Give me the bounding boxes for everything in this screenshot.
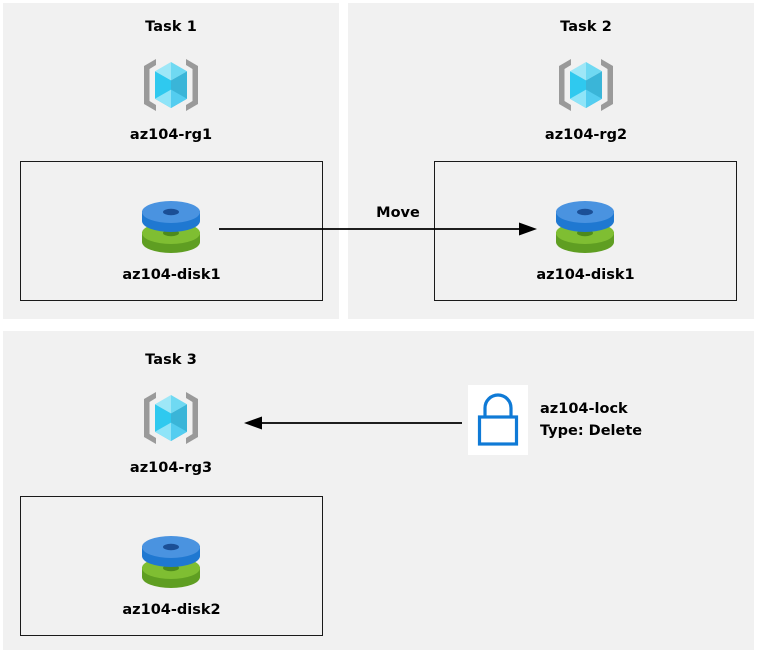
task-1-resource-box [20,161,323,301]
task-2-resource-group-label: az104-rg2 [544,127,628,143]
task-3-resource-group-label: az104-rg3 [129,460,213,476]
lock-name: az104-lock [540,401,628,417]
task-1-resource-group-label: az104-rg1 [129,127,213,143]
task-1-resource-label: az104-disk1 [122,267,221,283]
padlock-icon [477,393,519,446]
managed-disk-icon [137,531,205,593]
lock-icon-tile [468,385,528,455]
managed-disk-icon [551,196,619,258]
resource-group-cube-icon [138,388,204,448]
lock-caption: az104-lock Type: Delete [540,398,750,442]
move-connector-label: Move [376,205,420,221]
task-2-title: Task 2 [560,19,612,35]
task-3-resource-label: az104-disk2 [122,602,221,618]
resource-group-cube-icon [138,55,204,115]
lock-type: Type: Delete [540,423,643,439]
managed-disk-icon [137,196,205,258]
task-2-resource-label: az104-disk1 [536,267,635,283]
task-3-title: Task 3 [145,352,197,368]
resource-group-cube-icon [553,55,619,115]
task-1-title: Task 1 [145,19,197,35]
